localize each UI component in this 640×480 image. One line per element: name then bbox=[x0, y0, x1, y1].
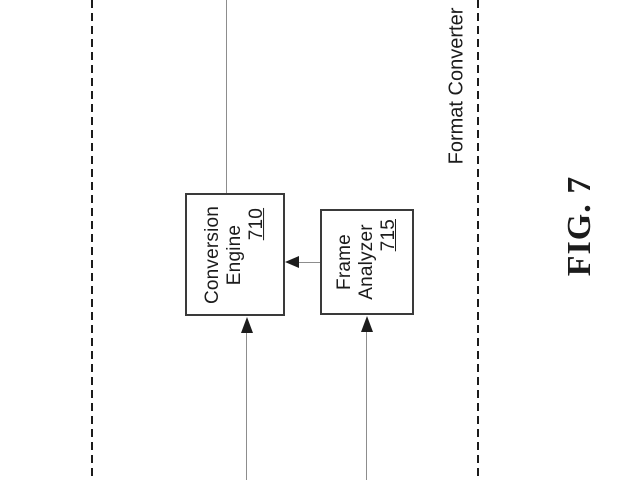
block-reference-number: 710 bbox=[246, 207, 268, 240]
frame-analyzer-label: Frame Analyzer 715 bbox=[334, 217, 400, 307]
block-reference-number: 715 bbox=[378, 219, 399, 252]
block-title-line: Engine bbox=[224, 224, 246, 285]
format-converter-boundary-right bbox=[477, 0, 479, 480]
connector-bottom-to-conversion-engine bbox=[246, 331, 247, 480]
arrowhead-into-conversion-engine-right bbox=[285, 256, 299, 268]
connector-top-to-conversion-engine bbox=[226, 0, 227, 194]
arrowhead-into-conversion-engine-bottom bbox=[241, 317, 253, 333]
conversion-engine-block: Conversion Engine 710 bbox=[185, 193, 285, 316]
block-title-line: Conversion bbox=[202, 205, 224, 304]
block-title-line: Analyzer bbox=[356, 224, 377, 300]
block-title-line: Frame bbox=[334, 234, 355, 290]
figure-caption: FIG. 7 bbox=[561, 175, 598, 277]
arrowhead-into-frame-analyzer-bottom bbox=[361, 316, 373, 332]
connector-bottom-to-frame-analyzer bbox=[366, 330, 367, 480]
format-converter-label: Format Converter bbox=[445, 7, 468, 165]
frame-analyzer-block: Frame Analyzer 715 bbox=[320, 209, 414, 315]
conversion-engine-label: Conversion Engine 710 bbox=[202, 205, 268, 303]
connector-frame-analyzer-to-conversion-engine bbox=[299, 262, 320, 263]
format-converter-boundary-left bbox=[91, 0, 93, 480]
